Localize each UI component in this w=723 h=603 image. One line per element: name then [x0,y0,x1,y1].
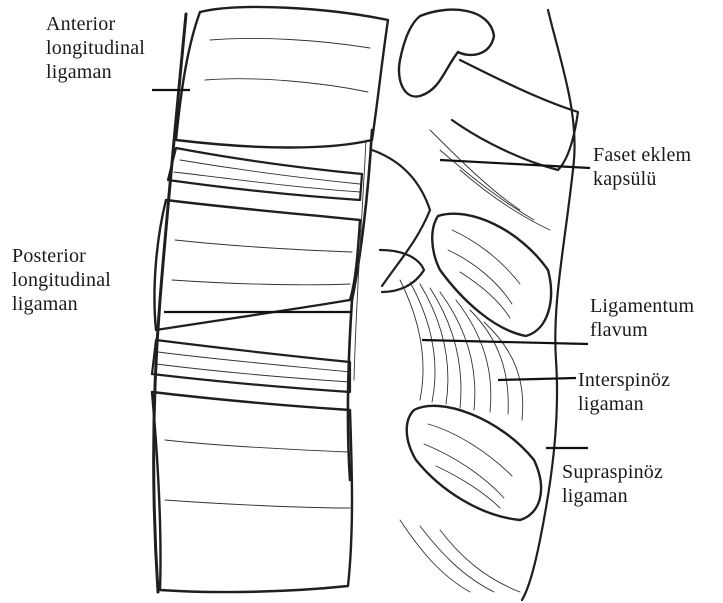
ligament-fibers [400,130,550,592]
leader-faset [440,160,590,168]
middle-vertebral-body [154,200,360,330]
facet-joint [372,10,578,292]
label-posterior-longitudinal-ligament: Posterior longitudinal ligaman [12,244,162,316]
label-interspinous-ligament: Interspinöz ligaman [578,368,723,416]
upper-intervertebral-disc [168,148,362,200]
label-facet-joint-capsule: Faset eklem kapsülü [593,143,723,191]
supraspinous-ligament [522,10,575,600]
label-ligamentum-flavum: Ligamentum flavum [590,294,723,342]
lower-vertebral-body [152,392,352,592]
leader-ligamentum [422,340,588,344]
label-anterior-longitudinal-ligament: Anterior longitudinal ligaman [46,12,186,84]
leader-interspinoz [498,378,576,380]
label-supraspinous-ligament: Supraspinöz ligaman [562,460,712,508]
lower-spinous-process [407,406,541,520]
lower-intervertebral-disc [152,340,350,392]
upper-spinous-process [432,214,551,336]
upper-vertebral-body [176,7,388,148]
